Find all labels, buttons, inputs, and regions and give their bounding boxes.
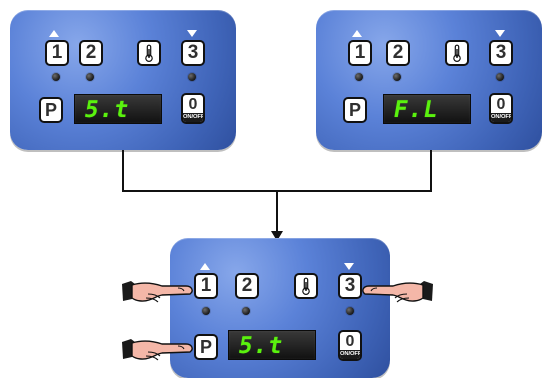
power-key-zero: 0	[188, 96, 198, 113]
digital-display: 5.t	[228, 330, 316, 360]
pointing-hand-icon	[118, 334, 196, 364]
pointing-hand-icon	[359, 276, 437, 306]
button-2[interactable]: 2	[235, 273, 259, 299]
button-1[interactable]: 1	[194, 273, 218, 299]
button-3[interactable]: 3	[338, 273, 362, 299]
led-indicator-1	[355, 73, 363, 81]
led-indicator-1	[52, 73, 60, 81]
temperature-button[interactable]	[445, 40, 469, 66]
up-arrow-icon	[200, 263, 210, 270]
led-indicator-3	[496, 73, 504, 81]
led-indicator-3	[188, 73, 196, 81]
power-key-zero: 0	[496, 96, 506, 113]
display-readout: 5.t	[236, 333, 286, 359]
right-control-panel: 1 2 3 P F.L 0 ON/OFF	[316, 10, 542, 150]
led-indicator-2	[393, 73, 401, 81]
button-3[interactable]: 3	[489, 40, 513, 66]
led-indicator-1	[202, 307, 210, 315]
power-key-label: ON/OFF	[491, 113, 513, 122]
power-key-label: ON/OFF	[340, 350, 362, 359]
bottom-control-panel: 1 2 3 P 5.t 0 ON/OFF	[170, 238, 390, 378]
down-arrow-icon	[495, 30, 505, 37]
thermometer-icon	[145, 44, 153, 62]
display-readout: F.L	[391, 97, 441, 123]
button-1[interactable]: 1	[45, 40, 69, 66]
temperature-button[interactable]	[294, 273, 318, 299]
temperature-button[interactable]	[137, 40, 161, 66]
program-button[interactable]: P	[343, 97, 367, 123]
up-arrow-icon	[49, 30, 59, 37]
pointing-hand-icon-right	[362, 281, 433, 303]
down-arrow-icon	[271, 231, 283, 241]
digital-display: 5.t	[74, 94, 162, 124]
button-2[interactable]: 2	[79, 40, 103, 66]
button-3[interactable]: 3	[181, 40, 205, 66]
left-connector-line	[122, 150, 124, 192]
thermometer-icon	[302, 277, 310, 295]
power-button[interactable]: 0 ON/OFF	[338, 330, 362, 361]
power-key-zero: 0	[345, 333, 355, 350]
display-readout: 5.t	[82, 97, 132, 123]
down-arrow-icon	[187, 30, 197, 37]
led-indicator-3	[346, 307, 354, 315]
down-arrow-icon	[344, 263, 354, 270]
program-button[interactable]: P	[39, 97, 63, 123]
led-indicator-2	[86, 73, 94, 81]
power-key-label: ON/OFF	[183, 113, 205, 122]
program-button[interactable]: P	[194, 334, 218, 360]
power-button[interactable]: 0 ON/OFF	[181, 93, 205, 124]
power-button[interactable]: 0 ON/OFF	[489, 93, 513, 124]
led-indicator-2	[242, 307, 250, 315]
button-1[interactable]: 1	[348, 40, 372, 66]
right-connector-line	[430, 150, 432, 192]
up-arrow-icon	[352, 30, 362, 37]
digital-display: F.L	[383, 94, 471, 124]
button-2[interactable]: 2	[386, 40, 410, 66]
left-control-panel: 1 2 3 P 5.t 0 ON/OFF	[10, 10, 236, 150]
vertical-connector-line	[276, 190, 278, 233]
pointing-hand-icon	[118, 276, 196, 306]
thermometer-icon	[453, 44, 461, 62]
pointing-hand-icon-left-bottom	[122, 339, 193, 361]
pointing-hand-icon-left-top	[122, 281, 193, 303]
